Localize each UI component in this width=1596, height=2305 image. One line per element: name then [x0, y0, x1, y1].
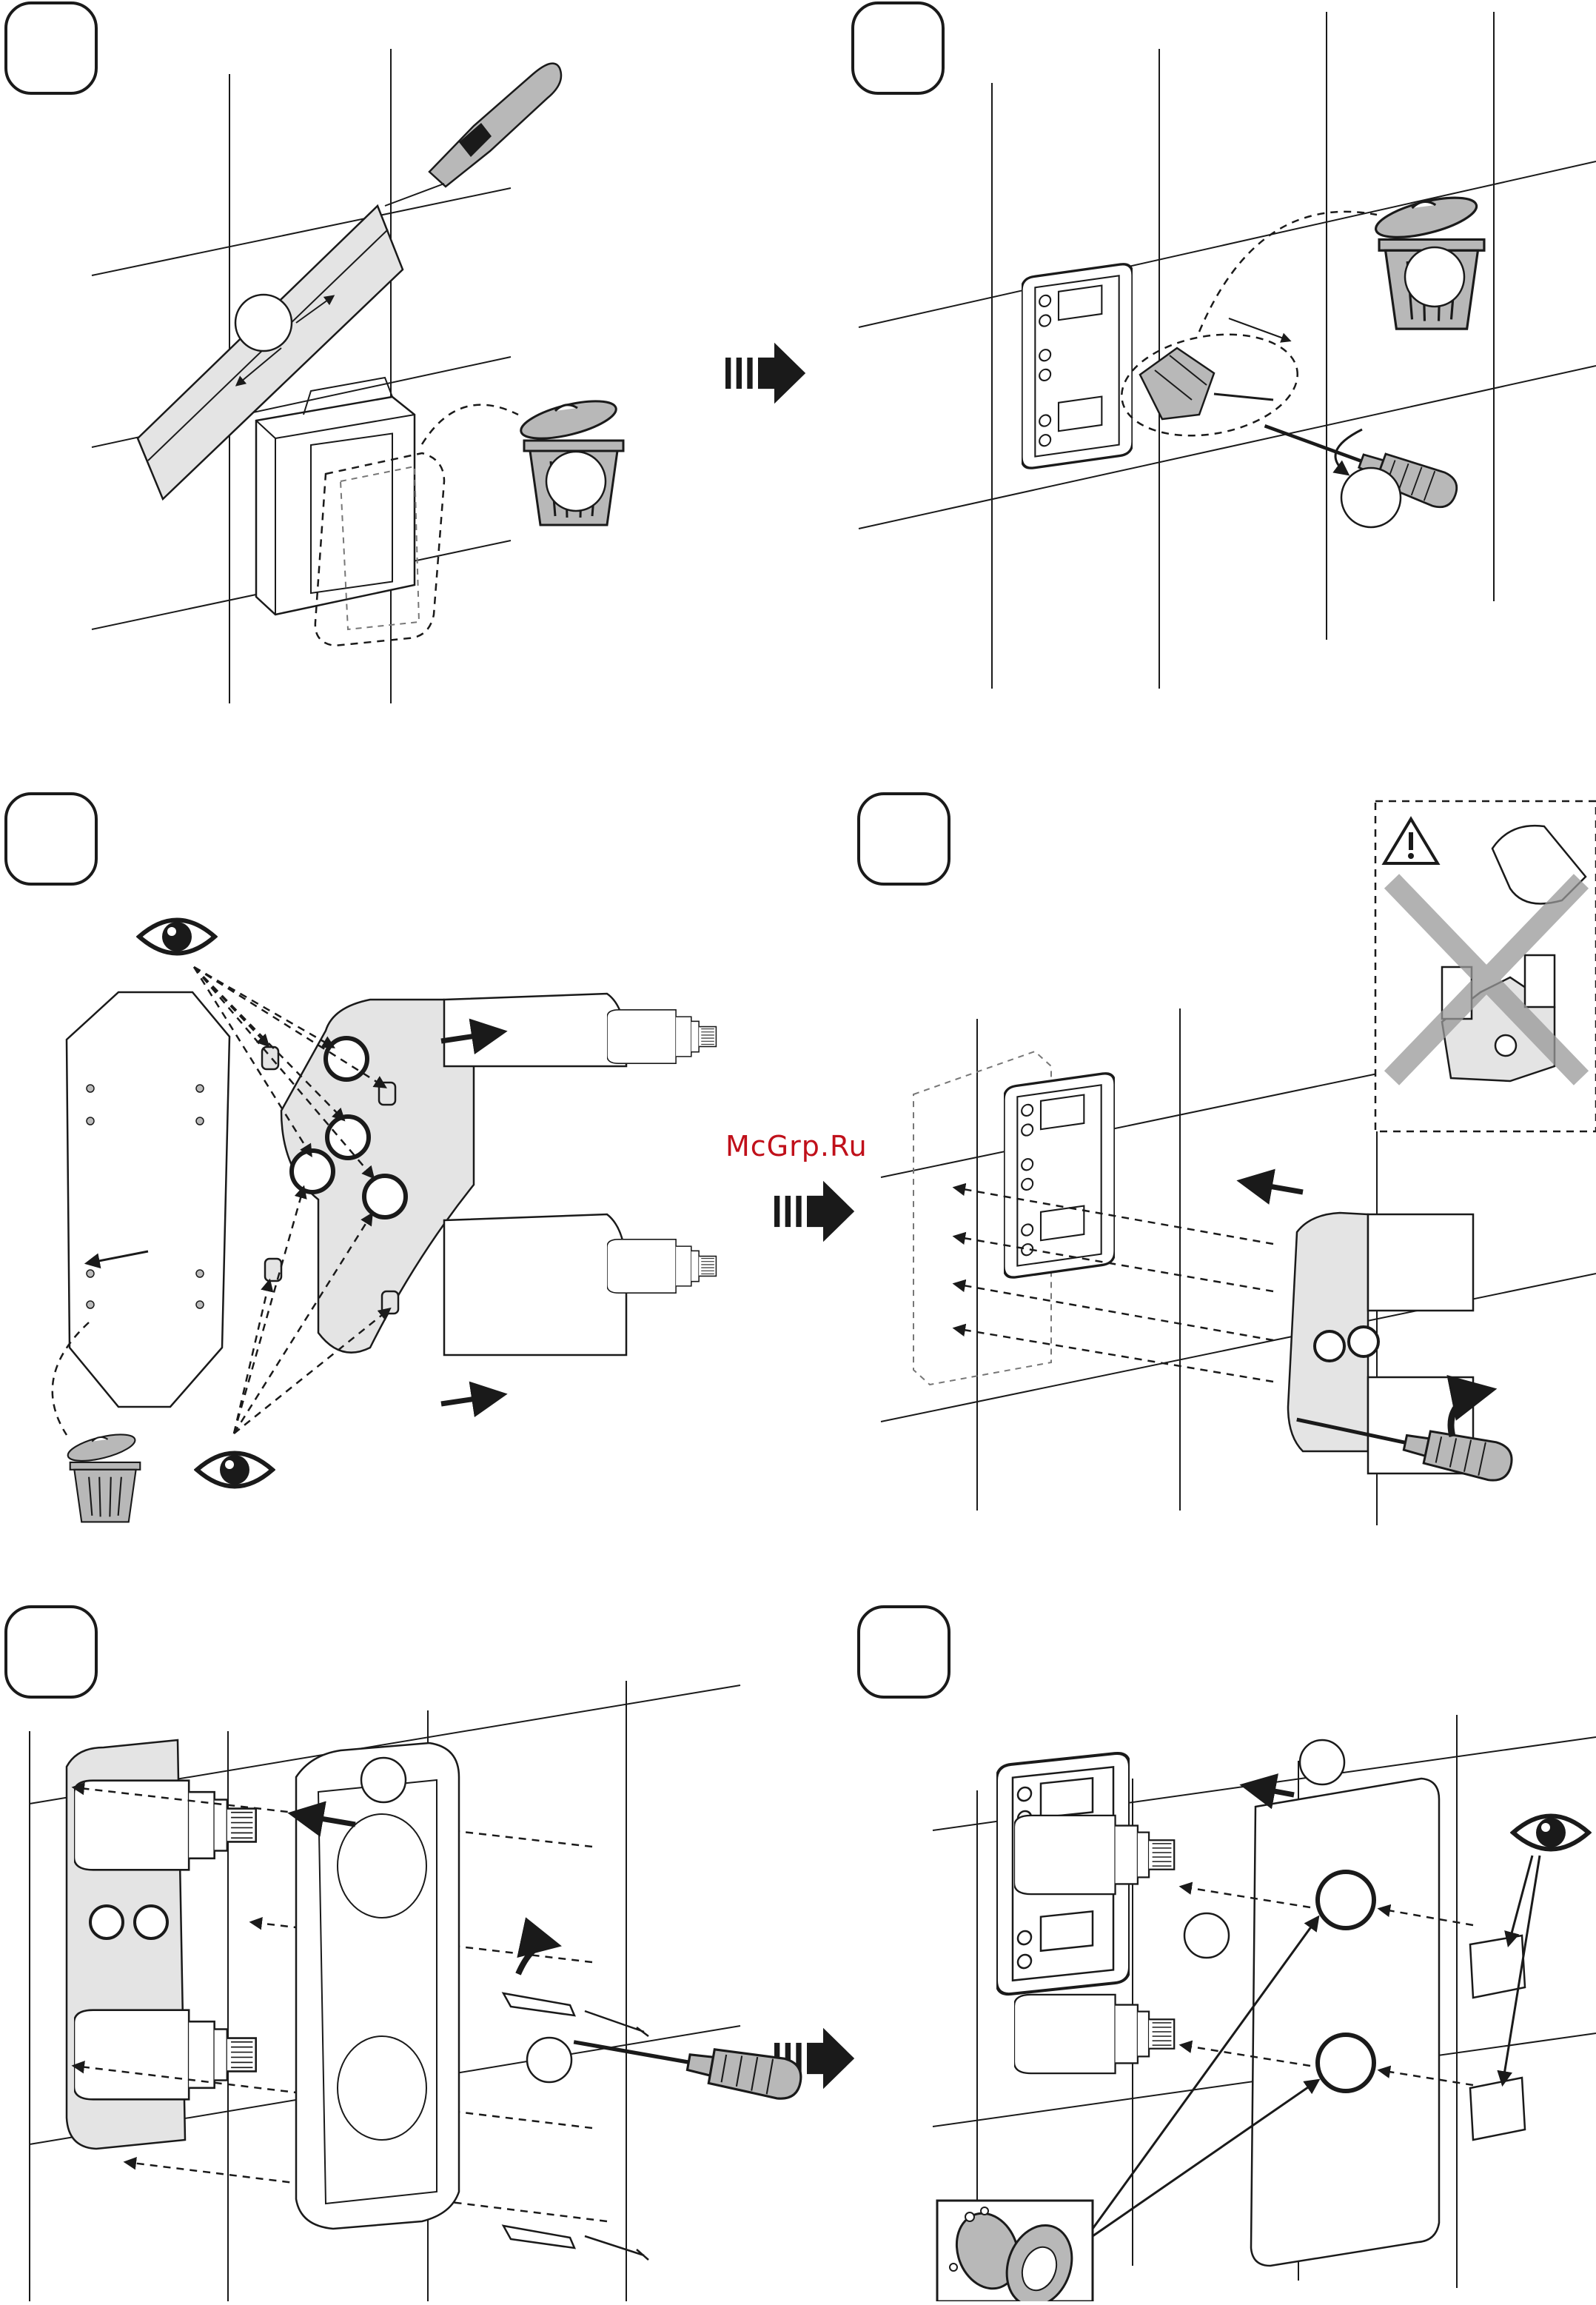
step-4-number-box	[859, 794, 949, 884]
step-1-illustration	[92, 49, 623, 703]
triple-arrow-right-icon	[774, 1181, 854, 1242]
step-2-number-box	[853, 3, 943, 93]
step-5-number-box	[6, 1607, 96, 1697]
trash-bin-icon	[65, 1429, 140, 1522]
step-5-illustration	[30, 1681, 804, 2301]
step-6-number-box	[859, 1607, 949, 1697]
eye-icon	[1513, 1816, 1589, 1850]
step-4-illustration	[881, 801, 1596, 1525]
eye-icon	[139, 920, 215, 954]
triple-arrow-right-icon	[725, 343, 805, 404]
step-1-number-box	[6, 3, 96, 93]
step-2-illustration	[859, 12, 1596, 689]
eye-icon	[197, 1453, 272, 1487]
step-3-illustration	[53, 920, 717, 1522]
watermark-text: McGrp.Ru	[725, 1130, 868, 1162]
step-3-number-box	[6, 794, 96, 884]
step-6-illustration	[933, 1715, 1596, 2301]
